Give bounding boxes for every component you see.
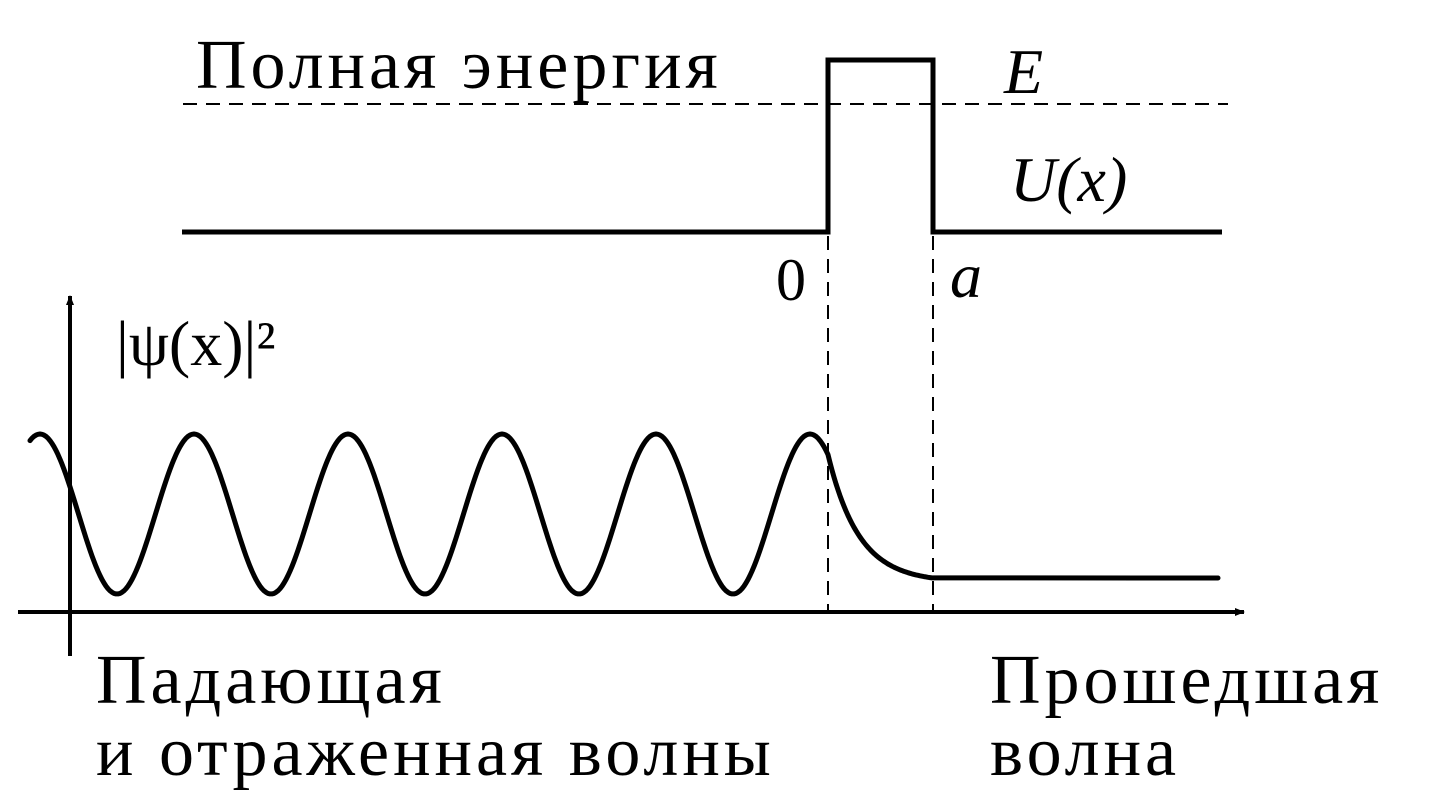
transmitted-wave-label-line1: Прошедшая <box>990 642 1384 719</box>
energy-symbol: E <box>1004 36 1044 107</box>
psi-squared-label: |ψ(x)|² <box>116 308 276 379</box>
potential-barrier <box>182 57 1222 235</box>
total-energy-label: Полная энергия <box>196 27 722 104</box>
incident-wave-label-line2: и отраженная волны <box>96 714 775 791</box>
incident-wave-label-line1: Падающая <box>96 642 446 719</box>
potential-label: U(x) <box>1010 144 1128 215</box>
origin-label: 0 <box>776 247 806 313</box>
transmitted-wave-label-line2: волна <box>990 714 1181 791</box>
barrier-width-label: a <box>950 240 982 311</box>
probability-density-curve <box>27 431 1221 597</box>
